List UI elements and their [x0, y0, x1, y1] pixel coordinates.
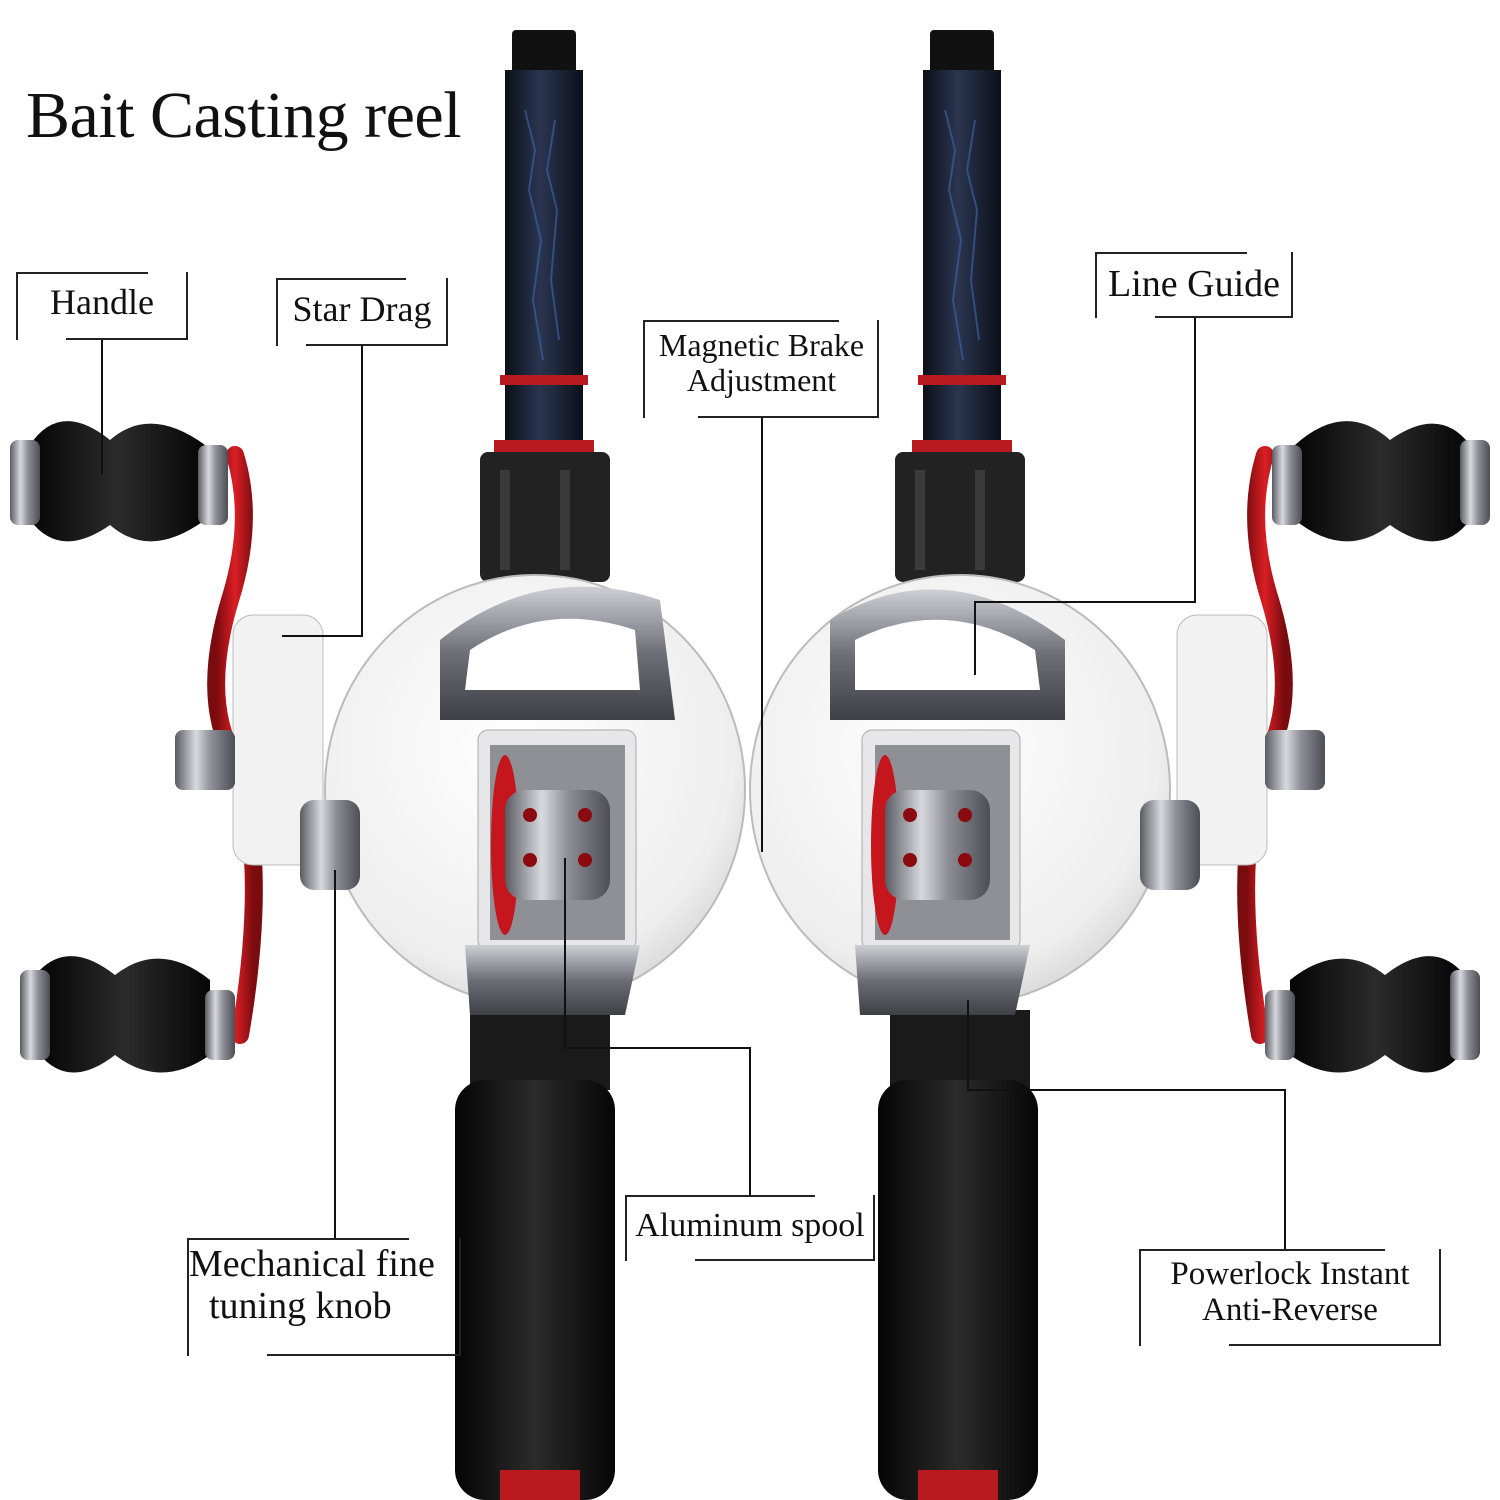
callout-powerlock: Powerlock Instant Anti-Reverse [1141, 1253, 1439, 1343]
leader-line-guide [974, 318, 1196, 675]
callout-handle-label: Handle [50, 282, 154, 322]
callout-magnetic-brake-line2: Adjustment [686, 362, 837, 399]
callout-fine-tuning-line1: Mechanical fine [189, 1243, 435, 1285]
right-handle [1140, 421, 1490, 1073]
right-grip [878, 1010, 1038, 1500]
left-grip [455, 1010, 615, 1500]
leader-star-drag [282, 345, 363, 637]
callout-line-guide: Line Guide [1097, 258, 1291, 316]
callout-handle: Handle [18, 275, 186, 337]
callout-powerlock-line1: Powerlock Instant [1170, 1256, 1410, 1292]
callout-fine-tuning-knob: Mechanical fine tuning knob [189, 1242, 459, 1352]
callout-star-drag-label: Star Drag [292, 289, 432, 329]
callout-magnetic-brake: Magnetic Brake Adjustment [645, 324, 878, 414]
right-reel-body [749, 574, 1171, 1015]
left-rod [480, 30, 610, 582]
callout-fine-tuning-line2: tuning knob [209, 1284, 392, 1327]
left-reel-body [324, 574, 746, 1015]
callout-magnetic-brake-line1: Magnetic Brake [658, 327, 865, 363]
callout-line-guide-label: Line Guide [1107, 263, 1280, 305]
callout-powerlock-line2: Anti-Reverse [1202, 1292, 1378, 1329]
callout-aluminum-spool: Aluminum spool [627, 1200, 873, 1258]
leader-powerlock [967, 1000, 1286, 1250]
leader-lines [101, 318, 1286, 1250]
page-title: Bait Casting reel [26, 79, 462, 152]
leader-aluminum-spool [564, 858, 751, 1195]
right-rod [895, 30, 1025, 582]
left-handle [10, 421, 360, 1073]
callout-star-drag: Star Drag [278, 282, 446, 344]
callout-aluminum-spool-label: Aluminum spool [635, 1207, 865, 1244]
